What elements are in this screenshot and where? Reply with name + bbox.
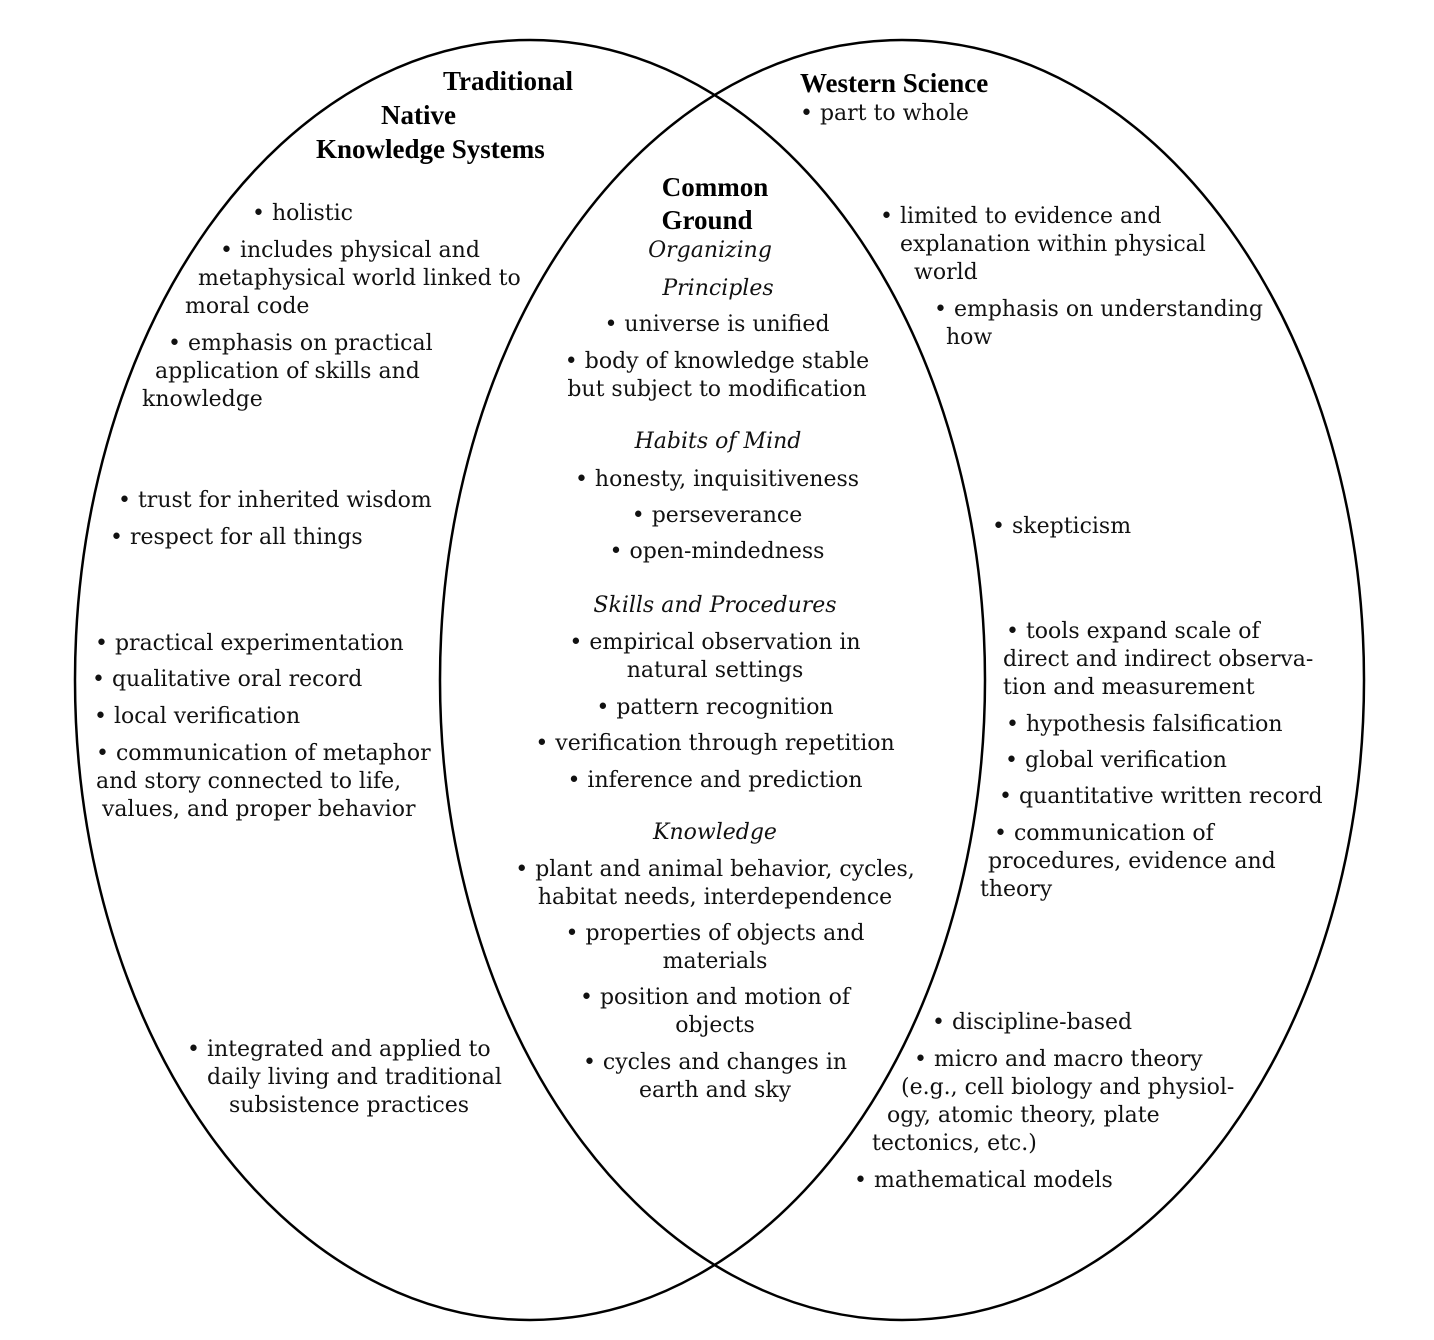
list-item: • empirical observation in bbox=[569, 630, 861, 655]
list-item: • limited to evidence and bbox=[880, 204, 1162, 229]
common-title-line: Common bbox=[661, 172, 769, 202]
list-item-continued: values, and proper behavior bbox=[102, 797, 416, 822]
list-item: • honesty, inquisitiveness bbox=[574, 467, 860, 492]
list-item-continued: habitat needs, interdependence bbox=[537, 885, 893, 910]
list-item-continued: subsistence practices bbox=[229, 1093, 470, 1118]
list-item: • inference and prediction bbox=[567, 768, 863, 793]
list-item: • emphasis on understanding bbox=[934, 297, 1263, 322]
section-heading: Principles bbox=[662, 276, 774, 301]
list-item: • plant and animal behavior, cycles, bbox=[515, 857, 915, 882]
list-item: • universe is unified bbox=[604, 312, 830, 337]
list-item: • body of knowledge stable bbox=[564, 349, 870, 374]
list-item-continued: how bbox=[946, 325, 993, 350]
traditional-ellipse bbox=[73, 38, 987, 1322]
list-item-continued: earth and sky bbox=[638, 1078, 792, 1103]
list-item-continued: moral code bbox=[185, 294, 310, 319]
list-item-continued: (e.g., cell biology and physiol- bbox=[901, 1075, 1235, 1100]
list-item: • quantitative written record bbox=[999, 784, 1323, 809]
list-item: • pattern recognition bbox=[596, 695, 834, 720]
list-item: • communication of metaphor bbox=[96, 741, 431, 766]
list-item-continued: knowledge bbox=[142, 387, 263, 412]
list-item-continued: tion and measurement bbox=[1003, 675, 1255, 700]
list-item-continued: materials bbox=[662, 949, 768, 974]
list-item: • emphasis on practical bbox=[168, 331, 433, 356]
section-heading: Organizing bbox=[648, 238, 772, 263]
list-item-continued: direct and indirect observa- bbox=[1003, 647, 1314, 672]
list-item: • trust for inherited wisdom bbox=[118, 488, 432, 513]
list-item-continued: tectonics, etc.) bbox=[872, 1131, 1037, 1156]
list-item-continued: natural settings bbox=[626, 658, 804, 683]
list-item-continued: theory bbox=[980, 877, 1053, 902]
list-item: • communication of bbox=[994, 821, 1214, 846]
list-item: • micro and macro theory bbox=[914, 1047, 1203, 1072]
list-item-continued: ogy, atomic theory, plate bbox=[887, 1103, 1160, 1128]
list-item: • mathematical models bbox=[854, 1168, 1113, 1193]
section-heading: Habits of Mind bbox=[634, 429, 802, 454]
list-item: • includes physical and bbox=[220, 238, 480, 263]
list-item: • integrated and applied to bbox=[187, 1037, 491, 1062]
list-item-continued: world bbox=[914, 260, 978, 285]
list-item-continued: metaphysical world linked to bbox=[198, 266, 521, 291]
list-item: • tools expand scale of bbox=[1006, 619, 1260, 644]
list-item: • perseverance bbox=[631, 503, 803, 528]
list-item: • practical experimentation bbox=[95, 631, 404, 656]
list-item: • holistic bbox=[252, 201, 353, 226]
list-item-continued: application of skills and bbox=[155, 359, 420, 384]
list-item-continued: procedures, evidence and bbox=[988, 849, 1276, 874]
traditional-title-line: Native bbox=[381, 100, 456, 130]
list-item: • local verification bbox=[94, 704, 301, 729]
list-item: • respect for all things bbox=[110, 525, 363, 550]
list-item: • part to whole bbox=[800, 101, 969, 126]
list-item: • open-mindedness bbox=[609, 539, 825, 564]
list-item: • properties of objects and bbox=[565, 921, 865, 946]
traditional-title-line: Traditional bbox=[443, 66, 574, 96]
western-title: Western Science bbox=[800, 68, 989, 98]
list-item: • discipline-based bbox=[932, 1010, 1133, 1035]
list-item: • global verification bbox=[1005, 748, 1227, 773]
western-ellipse bbox=[438, 38, 1366, 1322]
common-title-line: Ground bbox=[661, 205, 753, 235]
list-item: • verification through repetition bbox=[535, 731, 895, 756]
list-item: • qualitative oral record bbox=[92, 667, 363, 692]
list-item-continued: but subject to modification bbox=[567, 377, 867, 402]
list-item-continued: daily living and traditional bbox=[207, 1065, 502, 1090]
list-item-continued: and story connected to life, bbox=[96, 769, 402, 794]
list-item: • position and motion of bbox=[579, 985, 851, 1010]
section-heading: Knowledge bbox=[653, 820, 777, 845]
list-item: • cycles and changes in bbox=[582, 1050, 848, 1075]
section-heading: Skills and Procedures bbox=[593, 593, 837, 618]
list-item-continued: explanation within physical bbox=[900, 232, 1206, 257]
traditional-title-line: Knowledge Systems bbox=[316, 134, 545, 164]
list-item: • hypothesis falsification bbox=[1006, 712, 1283, 737]
list-item-continued: objects bbox=[675, 1013, 755, 1038]
list-item: • skepticism bbox=[992, 514, 1132, 539]
